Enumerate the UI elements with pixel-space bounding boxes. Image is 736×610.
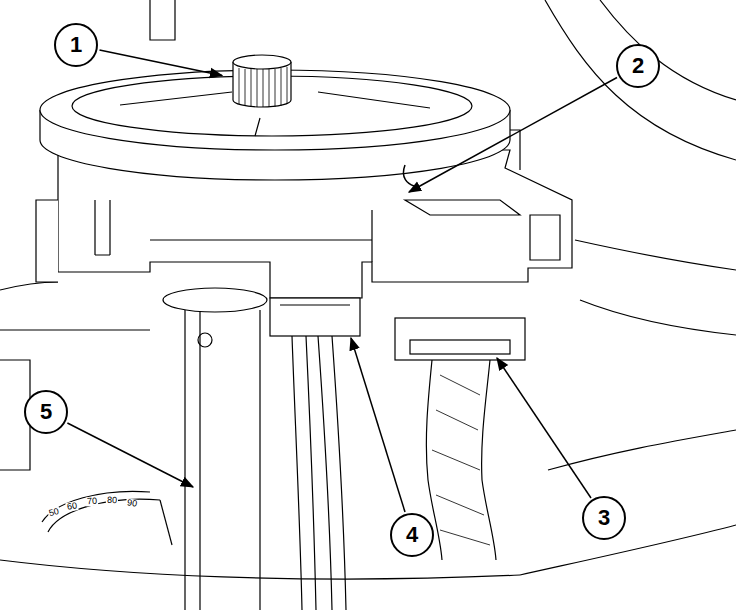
callout-circle: 2	[616, 44, 660, 88]
housing-pad	[405, 200, 520, 215]
wire	[318, 336, 346, 610]
leader-line	[67, 423, 193, 487]
dash-line	[575, 240, 736, 270]
housing-seam	[150, 210, 372, 262]
gauge-arc	[42, 491, 150, 522]
callout-circle: 5	[24, 390, 68, 434]
gauge-scale-number: 90	[125, 498, 138, 509]
column-collar	[163, 288, 267, 312]
callout-number: 2	[632, 55, 644, 77]
leader-line	[100, 50, 223, 76]
wire-wrap	[432, 375, 490, 545]
callout-circle: 4	[390, 513, 434, 557]
callout-circle: 1	[54, 23, 98, 67]
gauge-edge	[160, 500, 172, 545]
callout-number: 5	[40, 401, 52, 423]
leader-line	[497, 358, 591, 498]
locating-mark	[403, 165, 414, 186]
wire-bundle	[482, 360, 496, 560]
dash-line	[520, 525, 736, 575]
callout-number: 3	[598, 507, 610, 529]
gauge-scale-number: 70	[86, 497, 99, 507]
steering-column	[185, 310, 260, 610]
dash-line	[0, 282, 58, 290]
housing-latch	[530, 215, 560, 260]
connector-lock	[410, 340, 510, 354]
housing-tab	[36, 200, 58, 282]
wire	[292, 336, 316, 610]
connector	[270, 298, 360, 336]
callout-number: 1	[70, 34, 82, 56]
dash-line	[545, 0, 736, 160]
hub-top	[233, 55, 291, 69]
housing-latch	[95, 200, 110, 255]
gauge-scale-number: 50	[47, 507, 61, 519]
callout-number: 4	[406, 524, 418, 546]
connector-lock	[280, 304, 350, 305]
dash-line	[600, 0, 736, 100]
bracket	[150, 0, 175, 40]
hub-knurl	[239, 67, 287, 107]
gauge-arc	[48, 499, 160, 532]
leader-line	[409, 78, 617, 193]
callout-circle: 3	[582, 496, 626, 540]
dash-line	[580, 300, 736, 335]
connector	[395, 318, 525, 360]
gauge-scale-number: 60	[65, 501, 78, 512]
fastener	[198, 333, 212, 347]
gauge-scale-number: 80	[106, 496, 118, 505]
dash-line	[0, 329, 150, 330]
leader-line	[351, 338, 405, 512]
dash-line	[548, 430, 736, 470]
